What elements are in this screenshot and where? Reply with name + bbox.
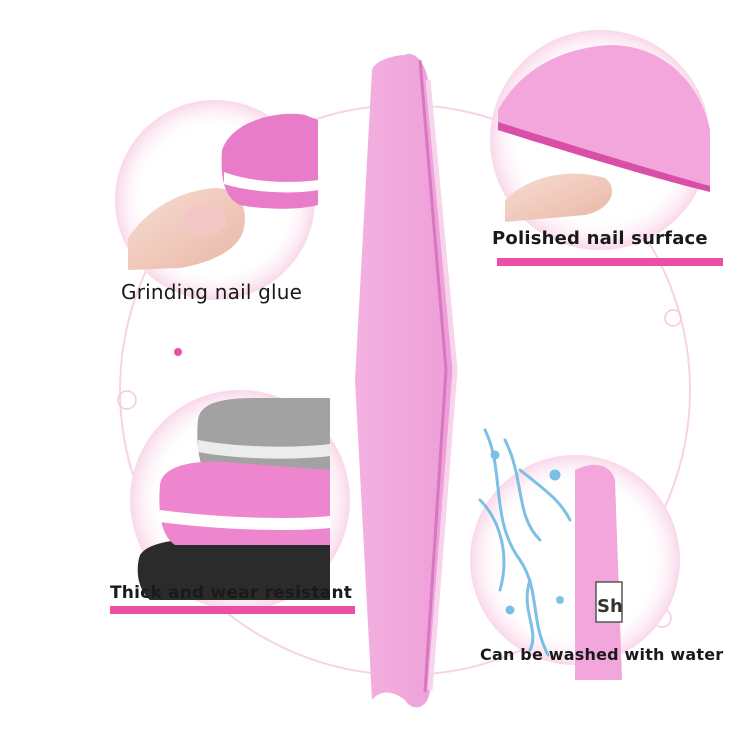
file-slice-image: [575, 464, 622, 680]
caption-washed: Can be washed with water: [480, 645, 724, 664]
bubble-polished: [490, 30, 710, 250]
bubble-grinding: [115, 100, 318, 300]
caption-stripe-thick: [110, 606, 355, 614]
ring-small-circle: [664, 309, 682, 327]
file-print-text: Sh: [597, 596, 623, 617]
caption-stripe-polished: [497, 258, 723, 266]
fingertip-image: [505, 173, 613, 222]
bubble-thick: [130, 390, 350, 610]
ring-small-circle: [117, 390, 137, 410]
caption-thick: Thick and wear resistant: [110, 583, 353, 603]
caption-grinding: Grinding nail glue: [121, 280, 303, 304]
ring-dot: [174, 348, 182, 356]
nail-file-image: [355, 53, 458, 708]
caption-polished: Polished nail surface: [492, 228, 708, 249]
pink-buffer-image: [159, 461, 330, 545]
bubble-water: Sh: [470, 428, 680, 680]
black-buffer-image: [137, 539, 330, 600]
water-splash-image: [478, 428, 572, 657]
